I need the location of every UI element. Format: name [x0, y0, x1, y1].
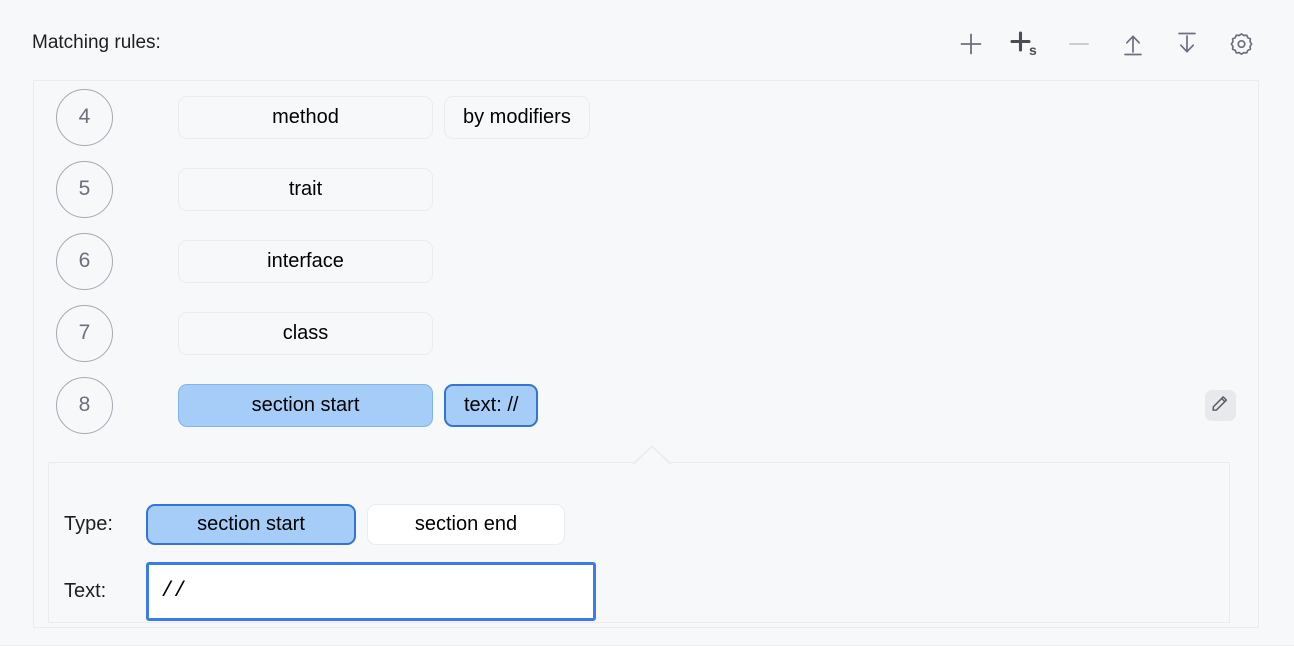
rule-index-badge: 6	[56, 232, 113, 290]
edit-rule-button[interactable]	[1205, 389, 1236, 421]
rule-index-badge: 5	[56, 160, 113, 218]
table-row[interactable]: 5 trait	[34, 153, 1260, 225]
type-option-section-start[interactable]: section start	[146, 504, 356, 545]
rule-chips: method by modifiers	[178, 95, 590, 139]
rule-chips: trait	[178, 167, 433, 211]
table-row[interactable]: 4 method by modifiers	[34, 81, 1260, 153]
rule-chip-text[interactable]: text: //	[444, 383, 539, 427]
arrow-down-to-line-icon	[1174, 31, 1200, 57]
text-input[interactable]	[146, 562, 596, 621]
arrow-up-to-line-icon	[1120, 31, 1146, 57]
rule-index-badge: 8	[56, 376, 113, 434]
popup-caret	[632, 445, 672, 464]
rule-chip-scope[interactable]: class	[178, 311, 433, 355]
rule-chip-scope[interactable]: trait	[178, 167, 433, 211]
plus-s-icon: s	[1010, 30, 1040, 58]
text-field-row: Text:	[64, 562, 596, 621]
panel-header: Matching rules: s	[0, 0, 1294, 80]
rule-index-badge: 4	[56, 88, 113, 146]
minus-icon	[1066, 31, 1092, 57]
table-row-selected[interactable]: 8 section start text: //	[34, 369, 1260, 441]
rule-chip-section-start[interactable]: section start	[178, 383, 433, 427]
gear-icon	[1228, 31, 1255, 58]
type-field-row: Type: section start section end	[64, 504, 565, 545]
move-rule-down-button[interactable]	[1172, 29, 1202, 59]
svg-text:s: s	[1029, 42, 1037, 58]
rule-chips: section start text: //	[178, 383, 539, 427]
rule-chip-modifier[interactable]: by modifiers	[444, 95, 590, 139]
type-label: Type:	[64, 513, 113, 535]
add-rule-button[interactable]	[956, 29, 986, 59]
page-title: Matching rules:	[32, 32, 161, 53]
rule-index-badge: 7	[56, 304, 113, 362]
plus-icon	[958, 31, 984, 57]
add-section-rule-button[interactable]: s	[1010, 29, 1040, 59]
settings-button[interactable]	[1226, 29, 1256, 59]
rules-toolbar: s	[956, 25, 1256, 63]
table-row[interactable]: 7 class	[34, 297, 1260, 369]
text-label: Text:	[64, 580, 107, 602]
rule-editor-popup: Type: section start section end Text:	[48, 445, 1230, 623]
pencil-icon	[1210, 392, 1231, 418]
rule-chip-scope[interactable]: interface	[178, 239, 433, 283]
table-row[interactable]: 6 interface	[34, 225, 1260, 297]
move-rule-up-button[interactable]	[1118, 29, 1148, 59]
type-option-section-end[interactable]: section end	[367, 504, 565, 545]
matching-rules-list: 4 method by modifiers 5 trait 6 interfac…	[33, 80, 1259, 628]
rule-chips: class	[178, 311, 433, 355]
rule-chip-scope[interactable]: method	[178, 95, 433, 139]
remove-rule-button[interactable]	[1064, 29, 1094, 59]
rule-chips: interface	[178, 239, 433, 283]
